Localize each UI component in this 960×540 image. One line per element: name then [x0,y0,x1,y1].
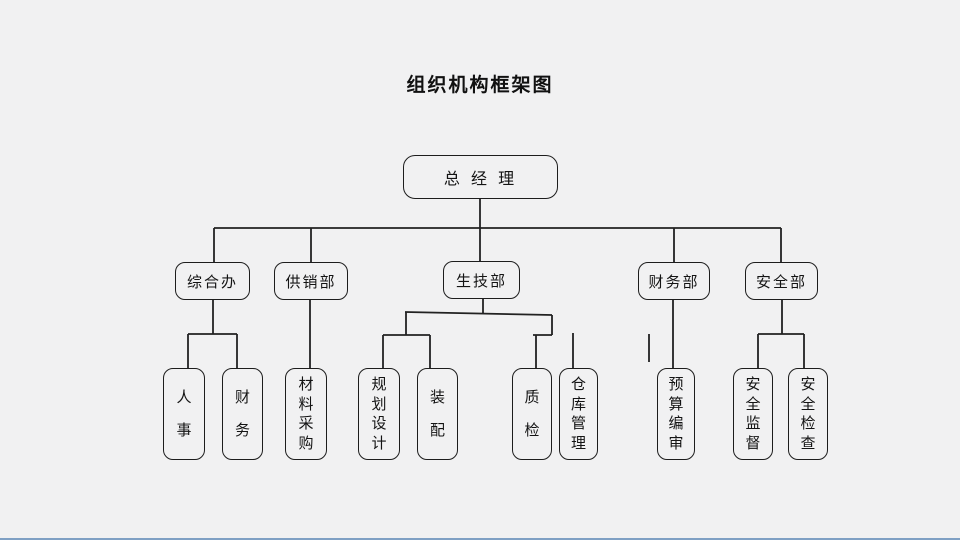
org-node-quality-inspection: 质检 [512,368,552,460]
window-bottom-edge [0,538,960,540]
org-node-supply-marketing-dept: 供销部 [274,262,348,300]
org-node-general-office: 综合办 [175,262,250,300]
org-node-production-tech-dept: 生技部 [443,261,520,299]
org-node-safety-inspection: 安全检查 [788,368,828,460]
org-node-general-manager: 总 经 理 [403,155,558,199]
chart-title: 组织机构框架图 [406,74,554,96]
connector-prodtech-rail [404,311,553,316]
org-node-planning-design: 规划设计 [358,368,400,460]
org-node-material-procurement: 材料采购 [285,368,327,460]
org-node-safety-dept: 安全部 [745,262,818,300]
org-node-warehouse-management: 仓库管理 [559,368,598,460]
org-node-hr: 人事 [163,368,205,460]
org-node-finance-dept: 财务部 [638,262,710,300]
org-node-finance-unit: 财务 [222,368,263,460]
org-node-assembly: 装配 [417,368,458,460]
org-node-safety-supervision: 安全监督 [733,368,773,460]
org-node-budget-review: 预算编审 [657,368,695,460]
